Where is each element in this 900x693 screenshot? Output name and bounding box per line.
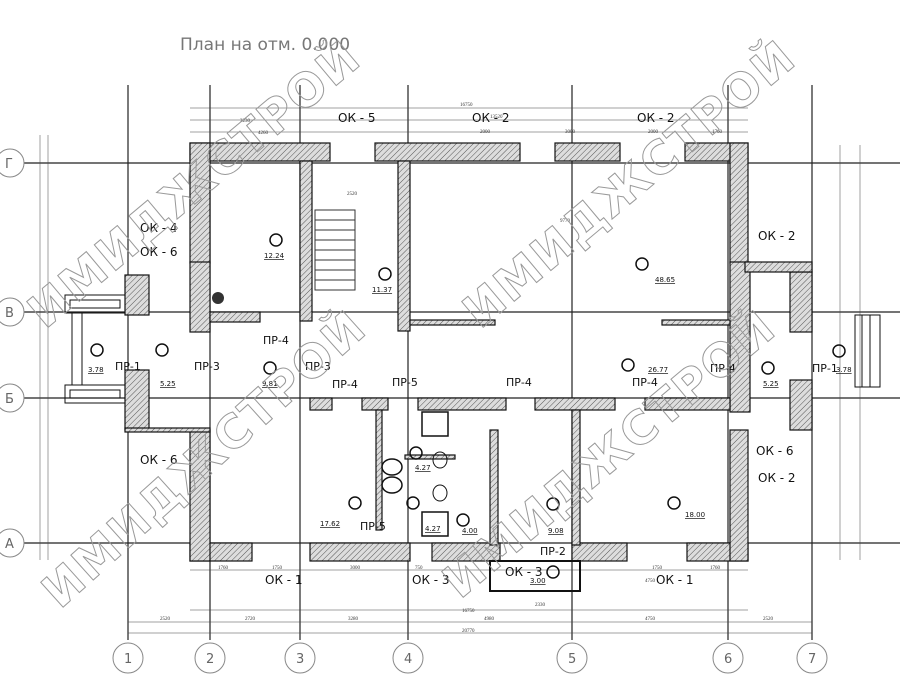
- window-label: ОК - 1: [265, 573, 303, 587]
- door-label: ПР-3: [305, 360, 331, 373]
- door-label: ПР-4: [710, 362, 736, 375]
- dimension-text: 2330: [535, 603, 546, 608]
- window-label: ОК - 3: [412, 573, 450, 587]
- door-label: ПР-1: [115, 360, 141, 373]
- door-label: ПР-4: [332, 378, 358, 391]
- dimension-text: 3230: [240, 119, 251, 124]
- window-label: ОК - 4: [140, 221, 178, 235]
- room-area: 5.25: [160, 380, 176, 388]
- room-area: 4.27: [425, 525, 441, 533]
- dimension-text: 2000: [648, 130, 659, 135]
- room-area: 12.24: [264, 252, 285, 260]
- room-markers: [90, 233, 846, 579]
- dimension-text: 2720: [245, 617, 256, 622]
- axis-label-column: 1: [124, 652, 132, 667]
- dimension-text: 16750: [460, 103, 473, 108]
- dimension-text: 1750: [652, 566, 663, 571]
- window-label: ОК - 1: [656, 573, 694, 587]
- window-label: ОК - 2: [472, 111, 510, 125]
- axis-label-column: 5: [568, 652, 576, 667]
- axis-label-column: 6: [724, 652, 732, 667]
- room-area: 3.78: [836, 366, 852, 374]
- door-label: ПР-4: [263, 334, 289, 347]
- dimension-text: 4980: [484, 617, 495, 622]
- porches: [64, 294, 881, 404]
- room-area: 4.00: [462, 527, 478, 535]
- dimension-text: 1760: [712, 130, 723, 135]
- window-labels: ОК - 5 ОК - 2 ОК - 2 ОК - 4 ОК - 6 ОК - …: [140, 111, 796, 587]
- watermark-text: ИМИДЖСТРОЙ: [31, 299, 377, 618]
- axis-label-column: 7: [808, 652, 816, 667]
- door-label: ПР-2: [540, 545, 566, 558]
- dimension-text: 1760: [710, 566, 721, 571]
- axis-label-row: Г: [5, 157, 13, 172]
- axis-label-column: 4: [404, 652, 412, 667]
- dimension-text: 3000: [565, 130, 576, 135]
- column-axis-markers: 1 2 3 4 5 6 7: [112, 642, 828, 674]
- dimension-text: 9770: [560, 219, 571, 224]
- room-area: 9.81: [262, 380, 278, 388]
- axis-label-column: 3: [296, 652, 304, 667]
- dimension-text: 750: [415, 566, 423, 571]
- room-area: 4.27: [415, 464, 431, 472]
- window-label: ОК - 2: [758, 471, 796, 485]
- dimension-text: 2520: [763, 617, 774, 622]
- room-area: 3.78: [88, 366, 104, 374]
- window-label: ОК - 6: [756, 444, 794, 458]
- axis-label-row: В: [5, 306, 14, 321]
- room-area: 11.37: [372, 286, 392, 294]
- dimension-text: 1760: [218, 566, 229, 571]
- watermark-text: ИМИДЖСТРОЙ: [452, 29, 806, 338]
- dimension-text: 2520: [347, 192, 358, 197]
- window-label: ОК - 2: [637, 111, 675, 125]
- room-area: 18.00: [685, 511, 705, 519]
- staircase: [314, 209, 356, 291]
- door-label: ПР-4: [506, 376, 532, 389]
- window-label: ОК - 6: [140, 453, 178, 467]
- door-labels: ПР-1 ПР-3 ПР-4 ПР-3 ПР-4 ПР-5 ПР-4 ПР-4 …: [115, 334, 838, 558]
- door-label: ПР-1: [812, 362, 838, 375]
- room-areas: 12.24 11.37 48.65 3.78 5.25 9.81 26.77 5…: [88, 252, 852, 585]
- window-label: ОК - 2: [758, 229, 796, 243]
- row-axis-markers: Г В Б А: [0, 148, 25, 558]
- axis-label-row: А: [5, 537, 14, 552]
- axis-label-row: Б: [5, 392, 14, 407]
- room-area: 26.77: [648, 366, 668, 374]
- room-area: 48.65: [655, 276, 675, 284]
- dimension-text: 13520: [490, 115, 503, 120]
- plan-title: План на отм. 0.000: [180, 35, 350, 55]
- room-area: 9.08: [548, 527, 564, 535]
- dimension-text: 4750: [645, 579, 656, 584]
- room-area: 5.25: [763, 380, 779, 388]
- dimension-text: 4260: [258, 131, 269, 136]
- dimension-text: 2520: [160, 617, 171, 622]
- door-label: ПР-4: [632, 376, 658, 389]
- dimension-text: 4750: [645, 617, 656, 622]
- door-label: ПР-3: [194, 360, 220, 373]
- dimension-text: 3000: [350, 566, 361, 571]
- door-label: ПР-5: [392, 376, 418, 389]
- door-label: ПР-5: [360, 520, 386, 533]
- dimension-text: 3280: [348, 617, 359, 622]
- dimension-text: 1750: [272, 566, 283, 571]
- dimension-text: 16750: [462, 609, 475, 614]
- window-label: ОК - 5: [338, 111, 376, 125]
- window-label: ОК - 6: [140, 245, 178, 259]
- sanitary-fixtures: [212, 292, 449, 537]
- dimension-text: 20770: [462, 629, 475, 634]
- axis-label-column: 2: [206, 652, 214, 667]
- dimension-text: 2000: [480, 130, 491, 135]
- room-area: 3.00: [530, 577, 546, 585]
- dimension-texts: 16750 13520 3230 4260 2520 2000 3000 200…: [160, 103, 774, 634]
- room-area: 17.62: [320, 520, 340, 528]
- window-label: ОК - 3: [505, 565, 543, 579]
